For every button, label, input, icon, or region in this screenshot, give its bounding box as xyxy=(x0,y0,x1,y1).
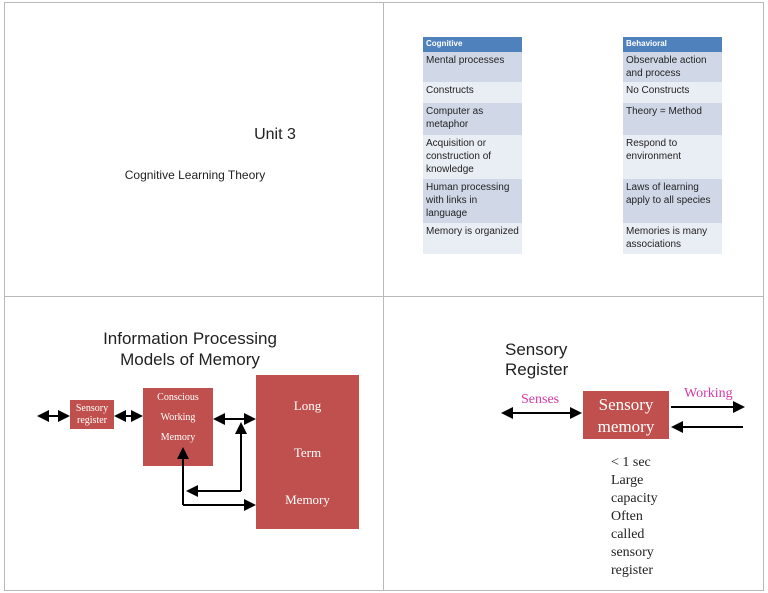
table-cell: No Constructs xyxy=(623,82,722,103)
frame-horizontal-divider xyxy=(4,296,764,297)
slide-4-title: Sensory Register xyxy=(505,340,569,379)
note-line: Often called xyxy=(611,509,645,542)
table-cell: Laws of learning apply to all species xyxy=(623,179,722,223)
slide-1-title: Unit 3 xyxy=(254,126,296,143)
note-line: Large capacity xyxy=(611,473,658,506)
sensory-register-line-1: Sensory xyxy=(75,403,109,414)
table-cell: Theory = Method xyxy=(623,103,722,135)
long-term-line-2: Term xyxy=(293,445,322,460)
working-memory-line-1: Conscious xyxy=(157,392,199,403)
sensory-memory-line-2: memory xyxy=(597,417,655,436)
long-term-line-3: Memory xyxy=(285,492,330,507)
long-term-memory-box: Long Term Memory xyxy=(256,375,359,529)
slide-3-title-line-2: Models of Memory xyxy=(120,350,260,369)
behavioral-header: Behavioral xyxy=(623,37,722,52)
sensory-register-line-2: register xyxy=(77,415,107,426)
sensory-notes: < 1 sec Large capacity Often called sens… xyxy=(611,454,658,580)
long-term-line-1: Long xyxy=(293,398,322,413)
table-cell: Mental processes xyxy=(423,52,522,82)
slide-1-subtitle: Cognitive Learning Theory xyxy=(124,168,266,182)
working-label: Working xyxy=(684,386,733,401)
table-cell: Computer as metaphor xyxy=(423,103,522,135)
sensory-register-box: Sensory register xyxy=(70,400,114,429)
working-memory-line-2: Working xyxy=(160,412,196,423)
frame-bottom xyxy=(4,590,764,591)
behavioral-column: Behavioral Observable action and process… xyxy=(623,37,722,254)
sensory-memory-box: Sensory memory xyxy=(583,391,669,439)
slide-3-title-line-1: Information Processing xyxy=(103,329,277,348)
frame-top xyxy=(4,2,764,3)
table-cell: Acquisition or construction of knowledge xyxy=(423,135,522,179)
cognitive-header: Cognitive xyxy=(423,37,522,52)
slide-3-title: Information Processing Models of Memory xyxy=(40,328,340,370)
table-cell: Constructs xyxy=(423,82,522,103)
senses-label: Senses xyxy=(521,392,560,407)
working-memory-line-3: Memory xyxy=(160,432,196,443)
cognitive-column: Cognitive Mental processes Constructs Co… xyxy=(423,37,522,254)
note-line: sensory register xyxy=(611,545,654,578)
table-cell: Memories is many associations xyxy=(623,223,722,254)
table-cell: Memory is organized xyxy=(423,223,522,254)
note-line: < 1 sec xyxy=(611,455,651,470)
table-cell: Human processing with links in language xyxy=(423,179,522,223)
table-cell: Observable action and process xyxy=(623,52,722,82)
sensory-memory-line-1: Sensory xyxy=(598,395,654,414)
table-cell: Respond to environment xyxy=(623,135,722,179)
conscious-working-memory-box: Conscious Working Memory xyxy=(143,388,213,466)
